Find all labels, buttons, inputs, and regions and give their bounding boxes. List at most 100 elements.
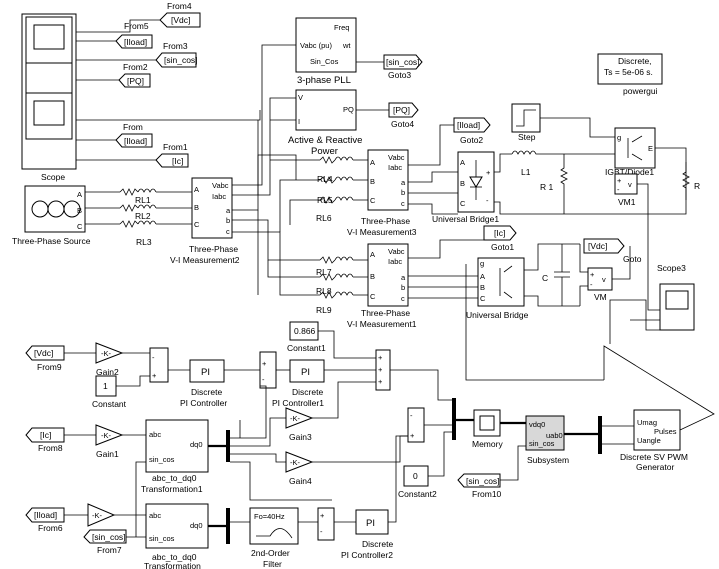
c-capacitor[interactable] xyxy=(554,244,570,306)
l1-inductor[interactable] xyxy=(511,145,616,155)
goto3-tag[interactable]: [sin_cos] xyxy=(383,54,423,70)
sum3-block[interactable]: + + + xyxy=(375,349,391,391)
vim2-port-la: a xyxy=(226,206,231,215)
iload-from-tag-1[interactable]: [Iload] xyxy=(115,34,153,49)
vim1-port-a: A xyxy=(370,250,375,259)
ic-from-tag-1[interactable]: [Ic] xyxy=(155,153,189,168)
gain2-block[interactable]: -K- xyxy=(95,342,124,364)
goto-label: Goto xyxy=(623,254,642,264)
pi-controller-block[interactable]: PI xyxy=(189,359,225,383)
constant-label: Constant xyxy=(92,399,127,409)
vim1-port-la: a xyxy=(401,273,406,282)
three-phase-source[interactable] xyxy=(24,185,86,233)
vim1-port-c: C xyxy=(370,292,376,301)
goto4-tag-text: [PQ] xyxy=(393,105,410,115)
constant1-value: 0.866 xyxy=(294,326,316,336)
r1-resistor[interactable] xyxy=(560,154,568,214)
pll-port-vabc: Vabc (pu) xyxy=(300,41,332,50)
from7-tag[interactable]: [sin_cos] xyxy=(83,529,127,544)
power-port-pq: PQ xyxy=(343,105,354,114)
step-block[interactable] xyxy=(511,103,541,133)
gain4-block[interactable]: -K- xyxy=(285,451,314,473)
universal-bridge1-block[interactable] xyxy=(457,151,495,213)
constant-block[interactable]: 1 xyxy=(95,375,117,397)
power-block[interactable] xyxy=(295,89,357,131)
pq-from-tag[interactable]: [PQ] xyxy=(118,73,151,88)
vi-measurement1-block[interactable] xyxy=(367,243,409,307)
scope3-block[interactable] xyxy=(659,283,695,331)
goto4-tag[interactable]: [PQ] xyxy=(388,102,419,118)
from4-tag[interactable]: [Vdc] xyxy=(159,12,201,28)
from9-tag[interactable]: [Vdc] xyxy=(25,345,65,361)
constant2-block[interactable]: 0 xyxy=(403,465,429,487)
goto1-tag[interactable]: [Ic] xyxy=(483,225,517,241)
power-label-a: Active & Reactive xyxy=(288,135,362,146)
vim3-port-lb: b xyxy=(401,188,405,197)
vim3-port-vabc: Vabc xyxy=(388,153,405,162)
constant1-block[interactable]: 0.866 xyxy=(289,321,319,341)
sincos-tag-text-1: [sin_cos] xyxy=(164,55,198,65)
rl9-block[interactable] xyxy=(296,256,368,299)
vim2-port-c: C xyxy=(194,220,200,229)
vim1-port-b: B xyxy=(370,272,375,281)
subsystem-block[interactable] xyxy=(525,415,565,451)
svpwm-block[interactable] xyxy=(633,409,681,451)
sum2-block[interactable]: + - xyxy=(259,351,277,389)
c-label: C xyxy=(542,273,548,283)
gain3-block[interactable]: -K- xyxy=(285,407,314,429)
gain4-value: -K- xyxy=(290,458,301,467)
from2-label: From2 xyxy=(123,62,148,72)
from1-label: From1 xyxy=(163,142,188,152)
scope-block[interactable] xyxy=(21,13,77,170)
rl3-block[interactable] xyxy=(85,188,192,228)
vi-measurement2-block[interactable] xyxy=(191,177,233,239)
goto2-tag[interactable]: [Iload] xyxy=(453,117,491,133)
goto-vdc-tag[interactable]: [Vdc] xyxy=(583,238,625,254)
second-order-filter-block[interactable]: Fo=40Hz xyxy=(249,507,299,545)
sincos-from-tag-1[interactable]: [sin_cos] xyxy=(155,52,198,68)
goto3-tag-text: [sin_cos] xyxy=(386,57,420,67)
powergui-block[interactable] xyxy=(597,53,663,85)
rl6-block[interactable] xyxy=(296,156,368,204)
from10-tag[interactable]: [sin_cos] xyxy=(457,473,501,488)
pi-controller1-block[interactable]: PI xyxy=(289,359,325,383)
sum2-plus-a: + xyxy=(262,359,267,368)
iload-from-tag-2[interactable]: [Iload] xyxy=(115,133,153,148)
vim3-label-b: V-I Measurement3 xyxy=(347,227,417,237)
vi-measurement3-block[interactable] xyxy=(367,149,409,211)
goto1-tag-text: [Ic] xyxy=(494,228,505,238)
rl5-label: RL5 xyxy=(317,195,333,205)
from4-label: From4 xyxy=(167,1,192,11)
vm-port-plus: + xyxy=(590,270,595,279)
universal-bridge-block[interactable] xyxy=(477,257,525,307)
sum4-block[interactable]: - + xyxy=(407,407,425,443)
pi-controller2-block[interactable]: PI xyxy=(355,509,389,535)
abc-dq0-transformation-block[interactable] xyxy=(145,503,209,549)
gain1-block[interactable]: -K- xyxy=(95,424,124,446)
abc2-port-sincos: sin_cos xyxy=(149,534,175,543)
sum5-block[interactable]: + - xyxy=(317,507,335,541)
ub-port-a: A xyxy=(480,272,485,281)
vm1-port-v: v xyxy=(628,180,632,189)
rl6-label: RL6 xyxy=(316,213,332,223)
igbt-port-g: g xyxy=(617,133,621,142)
sum1-block[interactable]: - + xyxy=(149,347,169,383)
vim2-label-b: V-I Measurement2 xyxy=(170,255,240,265)
gain5-block[interactable]: -K- xyxy=(87,503,116,527)
abc2-port-abc: abc xyxy=(149,511,161,520)
vim3-label-a: Three-Phase xyxy=(361,216,410,226)
from6-tag[interactable]: [Iload] xyxy=(25,507,65,523)
source-label: Three-Phase Source xyxy=(12,236,91,246)
pi3-label-b: PI Controller2 xyxy=(341,550,393,560)
pll-block[interactable] xyxy=(295,17,357,73)
memory-block[interactable] xyxy=(473,409,501,437)
pi2-label-a: Discrete xyxy=(292,387,323,397)
subsystem-port-sincos: sin_cos xyxy=(529,439,555,448)
sum5-minus: - xyxy=(320,527,323,536)
abc-dq0-transformation1-block[interactable] xyxy=(145,419,209,473)
rl3-label: RL3 xyxy=(136,237,152,247)
from8-tag[interactable]: [Ic] xyxy=(25,427,65,443)
r-resistor[interactable] xyxy=(682,162,690,200)
pi2-label-b: PI Controller1 xyxy=(272,398,324,408)
r-label: R xyxy=(694,181,700,191)
